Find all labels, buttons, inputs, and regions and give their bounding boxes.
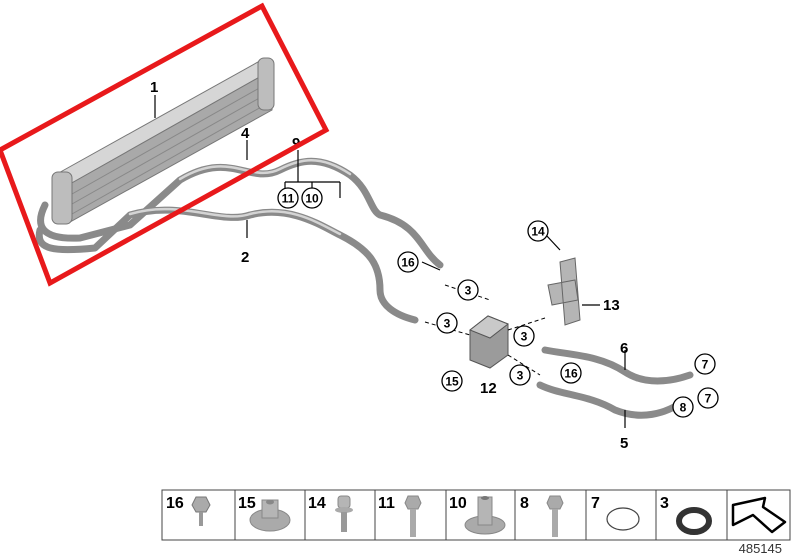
legend-item-14[interactable]: 14	[308, 495, 353, 532]
callout-9: 9	[292, 135, 300, 152]
oil-cooler[interactable]	[51, 57, 275, 225]
callout-7: 7	[694, 353, 716, 375]
diagram-number: 485145	[738, 541, 782, 556]
oil-line-6[interactable]	[541, 346, 694, 385]
arrow-icon	[731, 496, 787, 534]
callout-7: 7	[697, 387, 719, 409]
flange-nut-icon	[249, 499, 291, 532]
callout-3: 3	[513, 325, 535, 347]
callout-16: 16	[397, 251, 419, 273]
callout-5: 5	[620, 435, 628, 452]
legend-item-8[interactable]: 8	[520, 495, 564, 537]
svg-text:3: 3	[444, 317, 451, 331]
callout-14: 14	[527, 220, 549, 242]
callout-1: 1	[150, 79, 158, 96]
oil-line-5[interactable]	[536, 381, 689, 419]
svg-text:15: 15	[445, 375, 459, 389]
legend-item-arrow[interactable]	[731, 496, 787, 534]
callout-11: 11	[277, 187, 299, 209]
callout-12: 12	[480, 380, 497, 397]
legend-item-10[interactable]: 10	[449, 495, 506, 535]
torx-screw-icon	[335, 495, 353, 532]
hex-bolt-icon	[546, 495, 564, 537]
o-ring-icon	[606, 507, 640, 531]
thermostat-housing[interactable]	[469, 315, 509, 369]
circled-callouts: 11 10 16 3 3 3 3 14 15 16 7 7 8	[277, 187, 719, 418]
oil-line-2[interactable]	[35, 206, 419, 324]
svg-text:15: 15	[238, 495, 256, 512]
svg-text:7: 7	[702, 358, 709, 372]
sealing-ring-icon	[676, 507, 712, 535]
svg-text:3: 3	[465, 284, 472, 298]
hex-screw-icon	[191, 496, 211, 526]
svg-text:8: 8	[680, 401, 687, 415]
callout-3: 3	[509, 364, 531, 386]
oil-line-4[interactable]	[37, 157, 444, 269]
callout-6: 6	[620, 340, 628, 357]
callout-3: 3	[436, 312, 458, 334]
spacer-sleeve-icon	[464, 496, 506, 535]
parts-legend: 16 15 14 11 10 8 7 3	[161, 489, 791, 541]
svg-text:3: 3	[660, 495, 669, 512]
callout-3: 3	[457, 279, 479, 301]
svg-text:11: 11	[282, 192, 295, 206]
callout-8: 8	[672, 396, 694, 418]
svg-text:16: 16	[401, 256, 415, 270]
hex-bolt-icon	[404, 495, 422, 537]
callout-4: 4	[241, 125, 250, 142]
legend-item-15[interactable]: 15	[238, 495, 291, 532]
callout-16: 16	[560, 362, 582, 384]
svg-text:16: 16	[166, 495, 184, 512]
svg-text:3: 3	[517, 369, 524, 383]
svg-text:10: 10	[449, 495, 467, 512]
highlight-frame	[0, 2, 330, 287]
svg-text:3: 3	[521, 330, 528, 344]
svg-text:8: 8	[520, 495, 529, 512]
callout-2: 2	[241, 249, 249, 266]
svg-text:14: 14	[308, 495, 326, 512]
svg-text:7: 7	[591, 495, 600, 512]
svg-text:16: 16	[564, 367, 578, 381]
legend-item-16[interactable]: 16	[166, 495, 211, 526]
legend-item-7[interactable]: 7	[591, 495, 640, 531]
callout-10: 10	[301, 187, 323, 209]
svg-text:7: 7	[705, 392, 712, 406]
svg-text:10: 10	[305, 192, 319, 206]
legend-item-3[interactable]: 3	[660, 495, 712, 535]
leader-lines	[154, 95, 626, 428]
callout-15: 15	[441, 370, 463, 392]
callout-13: 13	[603, 297, 620, 314]
bracket[interactable]	[547, 257, 581, 326]
svg-text:14: 14	[531, 225, 545, 239]
svg-text:11: 11	[378, 495, 395, 512]
legend-item-11[interactable]: 11	[378, 495, 422, 537]
